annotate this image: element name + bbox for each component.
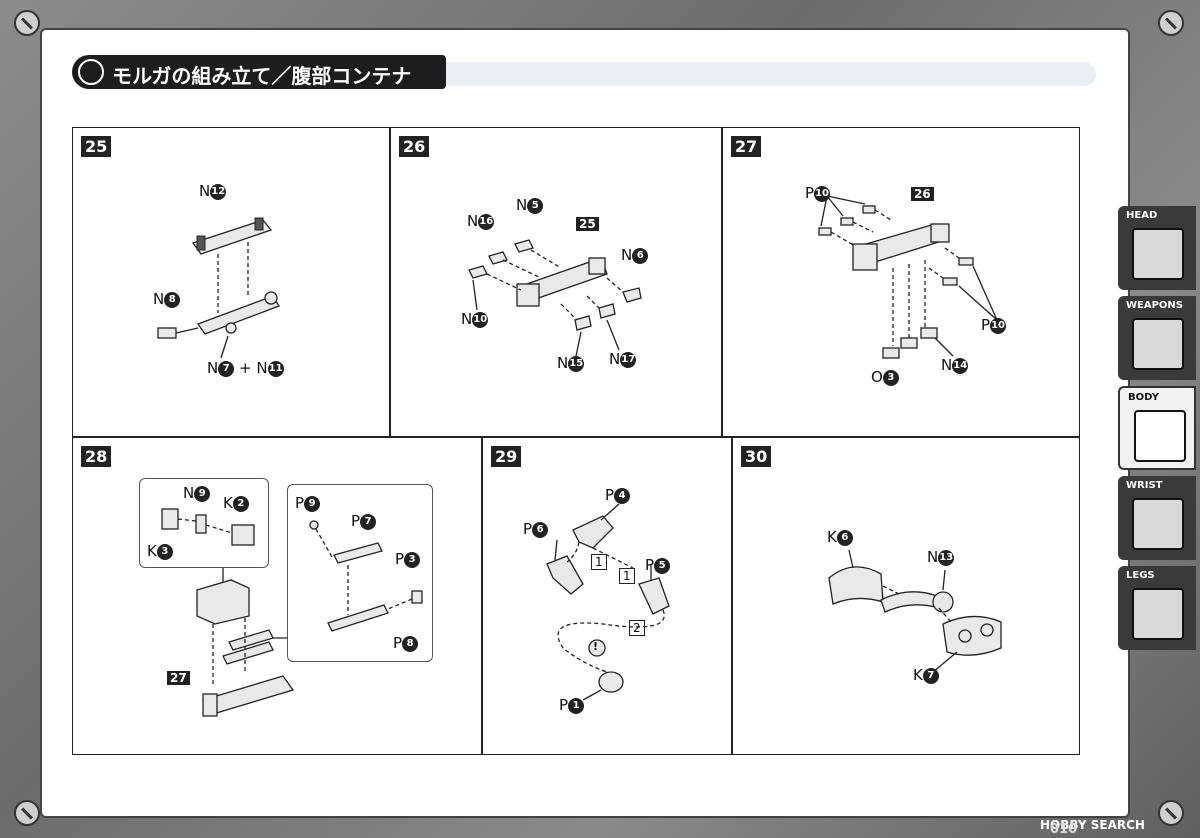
part-label: N13 xyxy=(927,548,955,566)
step-number: 29 xyxy=(491,446,522,467)
step-26-diagram xyxy=(468,239,642,357)
part-label: N12 xyxy=(199,182,227,200)
step-number: 26 xyxy=(399,136,430,157)
header-ghost-bar xyxy=(446,62,1096,86)
sidebar-tab-head[interactable]: HEAD xyxy=(1118,206,1196,290)
order-mark: 1 xyxy=(619,566,635,584)
sidebar-tab-body[interactable]: BODY xyxy=(1118,386,1196,470)
corner-screw-icon xyxy=(14,10,40,36)
tab-label: HEAD xyxy=(1126,210,1158,221)
order-mark: 1 xyxy=(591,552,607,570)
sidebar-tab-legs[interactable]: LEGS xyxy=(1118,566,1196,650)
step-30-diagram xyxy=(828,549,1002,673)
part-label: N16 xyxy=(467,212,495,230)
weapons-icon xyxy=(1132,318,1184,370)
part-label: N14 xyxy=(941,356,969,374)
step-28-diagram xyxy=(196,568,295,717)
step-number: 28 xyxy=(81,446,112,467)
step-number: 30 xyxy=(741,446,772,467)
legs-gear-icon xyxy=(1132,588,1184,640)
footer-brand: HOBBY SEARCH xyxy=(1040,818,1145,832)
tab-label: LEGS xyxy=(1126,570,1155,581)
page-number: 010 xyxy=(1050,822,1078,837)
sidebar-tab-wrist[interactable]: WRIST xyxy=(1118,476,1196,560)
step-number: 25 xyxy=(81,136,112,157)
order-mark: 2 xyxy=(629,618,645,636)
step-number: 27 xyxy=(731,136,762,157)
tab-label: WEAPONS xyxy=(1126,300,1184,311)
detail-inset xyxy=(287,484,433,662)
part-label: N10 xyxy=(461,310,489,328)
corner-screw-icon xyxy=(1158,10,1184,36)
page-title-bar: モルガの組み立て／腹部コンテナ xyxy=(72,55,446,89)
tab-label: WRIST xyxy=(1126,480,1163,491)
sidebar-tab-weapons[interactable]: WEAPONS xyxy=(1118,296,1196,380)
body-icon xyxy=(1134,410,1186,462)
part-label: N15 xyxy=(557,354,585,372)
reference-step-badge: 25 xyxy=(576,214,599,232)
part-label: P10 xyxy=(981,316,1007,334)
reference-step-badge: 27 xyxy=(167,668,190,686)
step-27-diagram xyxy=(818,195,998,359)
dinosaur-head-icon xyxy=(1132,228,1184,280)
step-29-diagram xyxy=(546,503,670,701)
zoids-logo-icon xyxy=(78,59,104,85)
wrist-icon xyxy=(1132,498,1184,550)
part-label: P10 xyxy=(805,184,831,202)
corner-screw-icon xyxy=(1158,800,1184,826)
corner-screw-icon xyxy=(14,800,40,826)
page-title: モルガの組み立て／腹部コンテナ xyxy=(112,64,412,88)
reference-step-badge: 26 xyxy=(911,184,934,202)
caution-icon: ! xyxy=(593,640,599,653)
part-label: N17 xyxy=(609,350,637,368)
tab-label: BODY xyxy=(1128,392,1159,403)
step-25-diagram xyxy=(157,217,280,359)
